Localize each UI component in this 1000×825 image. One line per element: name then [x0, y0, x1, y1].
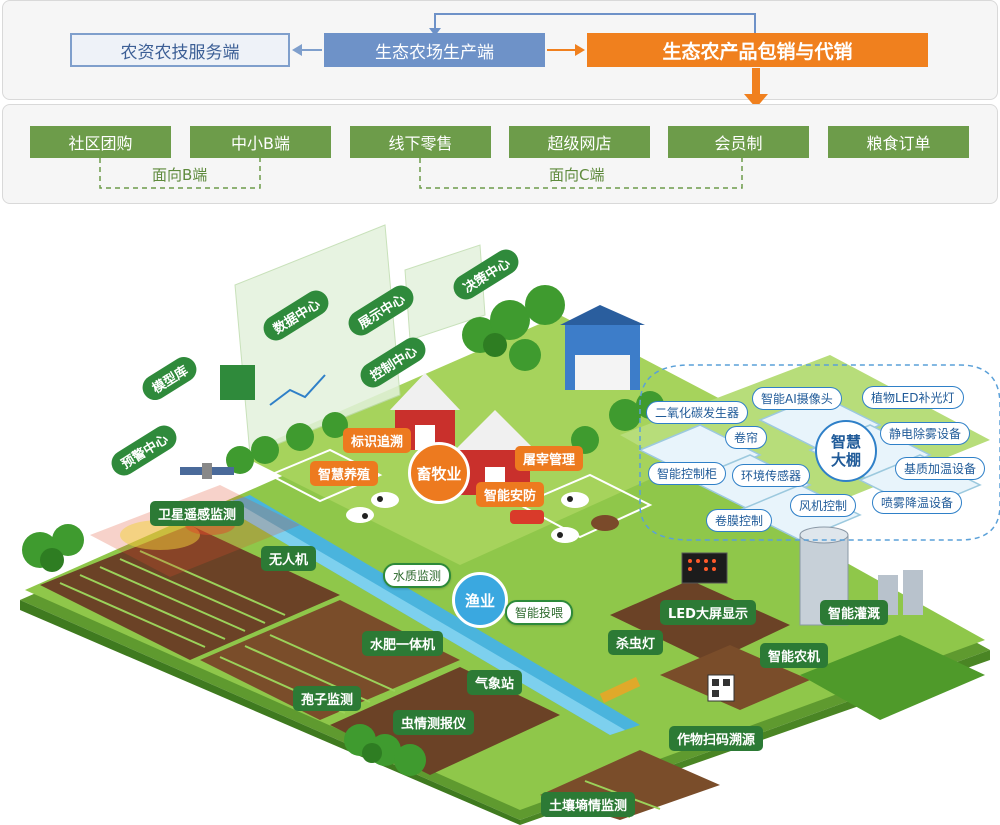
co2-generator-label: 二氧化碳发生器 — [646, 401, 749, 424]
fertigation-label: 水肥一体机 — [362, 631, 444, 656]
channel-grain-order: 粮食订单 — [828, 126, 969, 158]
roller-blind-label: 卷帘 — [725, 426, 768, 449]
led-grow-light-label: 植物LED补光灯 — [862, 386, 964, 409]
fan-control-label: 风机控制 — [790, 494, 857, 517]
spray-cooling-label: 喷雾降温设备 — [872, 491, 963, 514]
smart-machinery-label: 智能农机 — [760, 643, 829, 668]
smart-feeding-label: 智能投喂 — [505, 600, 574, 625]
smart-breeding-label: 智慧养殖 — [310, 461, 379, 486]
environment-sensor-label: 环境传感器 — [732, 464, 811, 487]
channel-offline: 线下零售 — [350, 126, 491, 158]
smart-control-cabinet-label: 智能控制柜 — [648, 462, 727, 485]
pest-forecast-label: 虫情测报仪 — [393, 710, 475, 735]
film-rolling-label: 卷膜控制 — [706, 509, 773, 532]
substrate-heating-label: 基质加温设备 — [895, 457, 986, 480]
crop-qr-trace-label: 作物扫码溯源 — [669, 726, 764, 751]
channel-membership: 会员制 — [668, 126, 809, 158]
top-arrows — [292, 13, 768, 108]
channel-smb: 中小B端 — [190, 126, 331, 158]
livestock-circle: 畜牧业 — [408, 442, 470, 504]
channel-online-store: 超级网店 — [509, 126, 650, 158]
weather-station-label: 气象站 — [467, 670, 523, 695]
water-quality-label: 水质监测 — [383, 563, 452, 588]
farm-production-box: 生态农场生产端 — [324, 33, 545, 67]
slaughter-management-label: 屠宰管理 — [515, 446, 584, 471]
insect-lamp-label: 杀虫灯 — [608, 630, 664, 655]
drone-label: 无人机 — [261, 546, 317, 571]
electrostatic-defog-label: 静电除雾设备 — [880, 422, 971, 445]
satellite-monitoring-label: 卫星遥感监测 — [150, 501, 245, 526]
service-end-box: 农资农技服务端 — [70, 33, 290, 67]
spore-monitoring-label: 孢子监测 — [293, 686, 362, 711]
channel-community: 社区团购 — [30, 126, 171, 158]
smart-security-label: 智能安防 — [476, 482, 545, 507]
led-screen-label: LED大屏显示 — [660, 600, 756, 625]
soil-moisture-label: 土壤墒情监测 — [541, 792, 636, 817]
smart-irrigation-label: 智能灌溉 — [820, 600, 889, 625]
greenhouse-circle: 智慧大棚 — [815, 420, 877, 482]
group-b-label: 面向B端 — [148, 164, 212, 185]
ai-camera-label: 智能AI摄像头 — [752, 387, 842, 410]
livestock-traceability-label: 标识追溯 — [343, 428, 412, 453]
sales-box: 生态农产品包销与代销 — [587, 33, 928, 67]
group-c-label: 面向C端 — [545, 164, 609, 185]
fishery-circle: 渔业 — [452, 572, 508, 628]
group-brackets — [99, 158, 743, 189]
